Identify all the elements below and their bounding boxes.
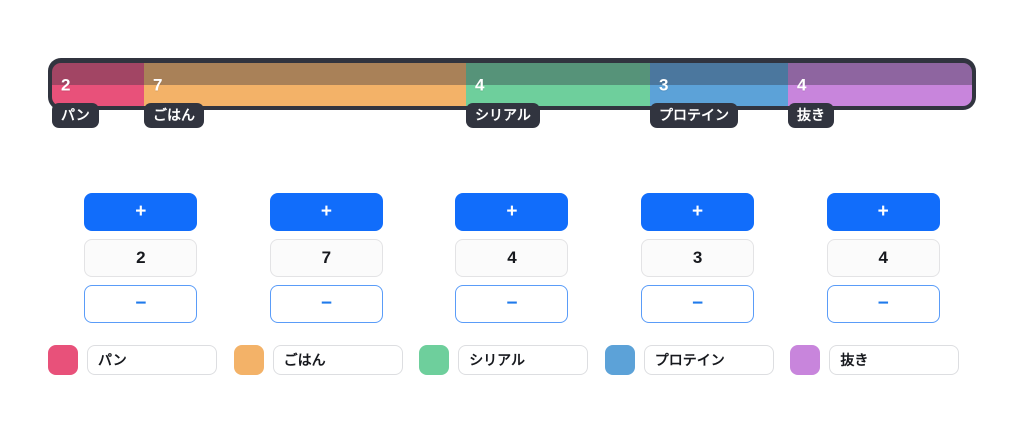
category-name-input[interactable]: パン	[87, 345, 217, 375]
segment-label-chip: パン	[52, 103, 99, 128]
segment-label-chip: 抜き	[788, 103, 834, 128]
legend-item: 抜き	[790, 345, 976, 375]
category-name-input[interactable]: シリアル	[458, 345, 589, 375]
bar-segment-highlight	[650, 63, 788, 85]
category-name-input[interactable]: ごはん	[272, 345, 403, 375]
bar-segment-fill	[650, 84, 788, 106]
bar-segment-value: 2	[61, 75, 71, 94]
increment-button[interactable]: +	[455, 193, 569, 231]
stepper-column: +7 −	[234, 193, 420, 323]
stepper-column: +3 −	[605, 193, 791, 323]
bar-segment-value: 7	[153, 75, 163, 94]
count-value: 2	[84, 239, 198, 277]
legend-item: シリアル	[419, 345, 605, 375]
decrement-button[interactable]: −	[641, 285, 755, 323]
bar-segment[interactable]: 7	[144, 63, 466, 106]
increment-button[interactable]: +	[641, 193, 755, 231]
bar-segment-fill	[144, 84, 466, 106]
bar-segment-highlight	[466, 63, 650, 85]
stacked-bar-frame: 2 7 4 3 4	[48, 58, 976, 110]
bar-segment-value: 3	[659, 75, 669, 94]
legend-item: パン	[48, 345, 234, 375]
decrement-button[interactable]: −	[269, 285, 383, 323]
increment-button[interactable]: +	[269, 193, 383, 231]
stepper-column: +2 −	[48, 193, 234, 323]
count-value: 4	[455, 239, 569, 277]
count-value: 3	[641, 239, 755, 277]
bar-segment-value: 4	[797, 75, 807, 94]
count-value: 4	[826, 239, 940, 277]
bar-segment[interactable]: 4	[788, 63, 972, 106]
stepper-column: +4 −	[790, 193, 976, 323]
color-swatch[interactable]	[233, 345, 264, 375]
decrement-button[interactable]: −	[455, 285, 569, 323]
segment-label-chip: ごはん	[144, 103, 204, 128]
stepper-controls-row: +2 − +7 − +4 − +3 − +4 −	[48, 193, 976, 323]
color-swatch[interactable]	[790, 345, 821, 375]
segment-label-chip-row: パン ごはん シリアル プロテイン 抜き	[48, 103, 976, 129]
decrement-button[interactable]: −	[84, 285, 198, 323]
bar-segment[interactable]: 2	[52, 63, 144, 106]
stacked-bar-chart: 2 7 4 3 4	[48, 58, 976, 110]
category-name-input[interactable]: 抜き	[829, 345, 960, 375]
decrement-button[interactable]: −	[826, 285, 940, 323]
bar-segment-highlight	[52, 63, 144, 85]
bar-segment-value: 4	[475, 75, 485, 94]
bar-segment[interactable]: 4	[466, 63, 650, 106]
bar-segment-highlight	[788, 63, 972, 85]
legend-item: ごはん	[233, 345, 420, 375]
count-value: 7	[269, 239, 383, 277]
bar-segment-highlight	[144, 63, 466, 85]
bar-segment-fill	[466, 84, 650, 106]
segment-label-chip: シリアル	[466, 103, 540, 128]
bar-segment-fill	[788, 84, 972, 106]
increment-button[interactable]: +	[84, 193, 198, 231]
legend-row: パン ごはん シリアル プロテイン 抜き	[48, 345, 976, 375]
legend-item: プロテイン	[604, 345, 791, 375]
stepper-column: +4 −	[419, 193, 605, 323]
color-swatch[interactable]	[604, 345, 635, 375]
color-swatch[interactable]	[48, 345, 78, 375]
segment-label-chip: プロテイン	[650, 103, 738, 128]
category-name-input[interactable]: プロテイン	[643, 345, 774, 375]
bar-segment-fill	[52, 84, 144, 106]
bar-segment[interactable]: 3	[650, 63, 788, 106]
increment-button[interactable]: +	[826, 193, 940, 231]
color-swatch[interactable]	[419, 345, 450, 375]
